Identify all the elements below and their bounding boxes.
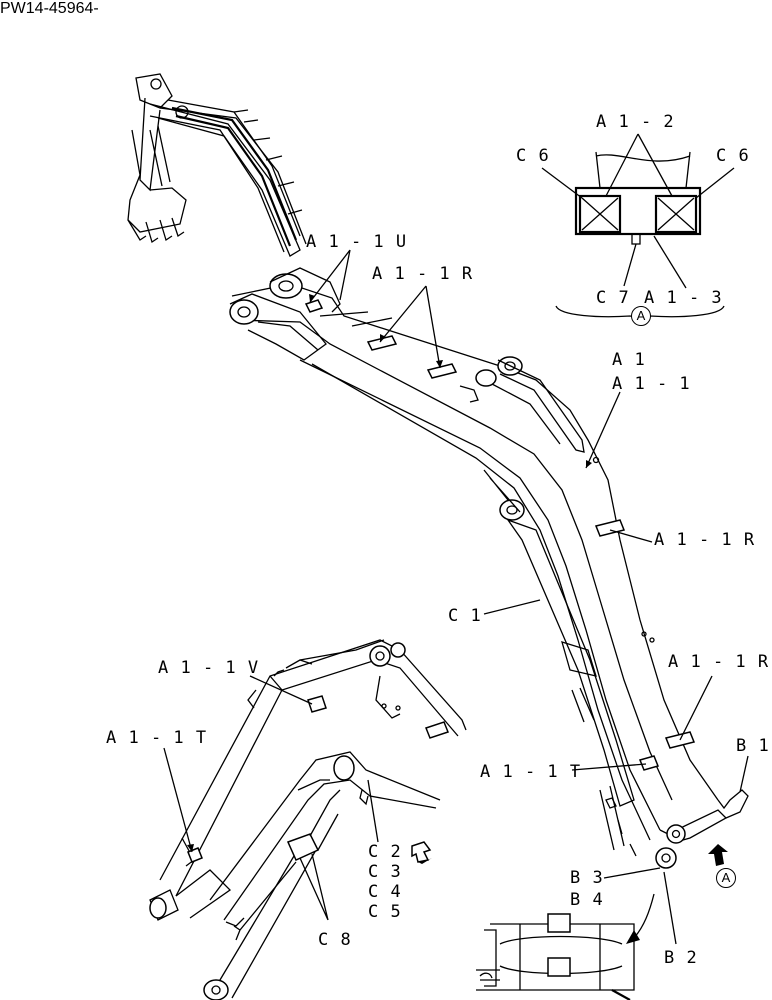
callout-c8: C 8 xyxy=(318,930,352,950)
callout-a1-1u: A 1 - 1 U xyxy=(306,232,408,252)
callout-b2: B 2 xyxy=(664,948,698,968)
callout-a1-1r-mid: A 1 - 1 R xyxy=(654,530,756,550)
callout-b4: B 4 xyxy=(570,890,604,910)
callout-b1: B 1 xyxy=(736,736,770,756)
main-boom xyxy=(229,267,749,869)
detail-callout-c6-right: C 6 xyxy=(716,146,750,166)
callout-c2: C 2 xyxy=(368,842,402,862)
callout-b3: B 3 xyxy=(570,868,604,888)
swing-bracket-detail xyxy=(476,893,655,1000)
callout-c3: C 3 xyxy=(368,862,402,882)
leader-lines xyxy=(163,249,749,945)
overview-arm xyxy=(127,73,307,257)
callout-a1-1r-low: A 1 - 1 R xyxy=(668,652,770,672)
callout-c1: C 1 xyxy=(448,606,482,626)
callout-c4: C 4 xyxy=(368,882,402,902)
detail-circle-marker-icon: A xyxy=(631,306,651,326)
callout-a1-1: A 1 - 1 xyxy=(612,374,691,394)
detail-callout-c6-left: C 6 xyxy=(516,146,550,166)
callout-a1: A 1 xyxy=(612,350,646,370)
document-code: PW14-45964- xyxy=(0,0,99,17)
arm-detail xyxy=(149,639,467,1000)
callout-c5: C 5 xyxy=(368,902,402,922)
view-arrow-icon xyxy=(708,844,728,866)
callout-a1-1v: A 1 - 1 V xyxy=(158,658,260,678)
detail-callout-c7: C 7 xyxy=(596,288,630,308)
callout-a1-1t-mid: A 1 - 1 T xyxy=(480,762,582,782)
detail-callout-a1-3: A 1 - 3 xyxy=(644,288,723,308)
view-a-marker: A xyxy=(716,868,736,888)
direction-arrow-icon xyxy=(411,841,432,864)
callout-a1-1r-top: A 1 - 1 R xyxy=(372,264,474,284)
detail-callout-a1-2: A 1 - 2 xyxy=(596,112,675,132)
callout-a1-1t-left: A 1 - 1 T xyxy=(106,728,208,748)
